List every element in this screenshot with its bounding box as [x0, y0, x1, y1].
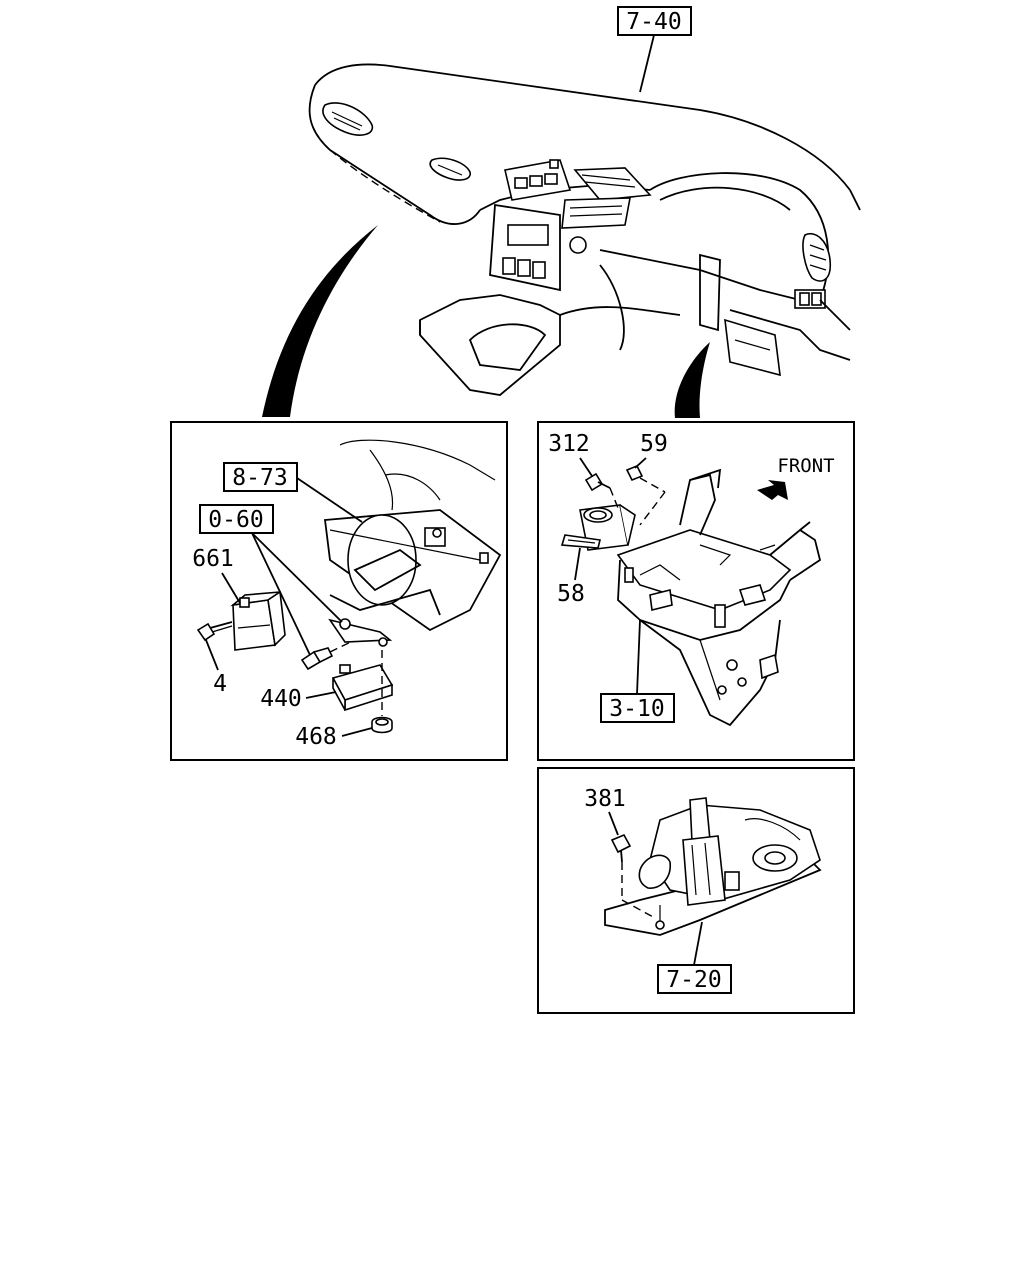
part-label-440: 440 — [260, 686, 302, 712]
callout-7-20: 7-20 — [657, 921, 732, 994]
part-label-381: 381 — [584, 786, 626, 812]
callout-0-60: 0-60 — [199, 504, 343, 656]
callout-7-40: 7-40 — [617, 6, 692, 93]
part-label-661: 661 — [192, 546, 234, 572]
leader-440 — [305, 691, 337, 699]
leader-468 — [341, 727, 373, 737]
callout-text: 3-10 — [609, 696, 664, 722]
dashboard-illustration — [308, 63, 861, 396]
callout-3-10: 3-10 — [600, 619, 675, 723]
leader-4 — [205, 639, 219, 671]
left-pointer-arrow — [262, 225, 378, 417]
callout-text: 7-20 — [666, 967, 721, 993]
right-pointer-arrow — [674, 342, 710, 418]
part-label-4: 4 — [213, 671, 227, 697]
leader-58 — [574, 547, 581, 581]
callout-8-73: 8-73 — [223, 462, 363, 523]
part-label-312: 312 — [548, 431, 590, 457]
callout-text: 8-73 — [232, 465, 287, 491]
leader-312 — [579, 457, 593, 477]
front-label: FRONT — [777, 455, 834, 477]
detail-panel-frame — [537, 421, 855, 761]
part-label-468: 468 — [295, 724, 337, 750]
callout-text: 0-60 — [208, 507, 263, 533]
leader-661 — [221, 572, 241, 604]
part-label-58: 58 — [557, 581, 585, 607]
leader-381 — [608, 811, 619, 836]
part-label-59: 59 — [640, 431, 668, 457]
callout-text: 7-40 — [626, 9, 681, 35]
detail-panel-relay — [170, 421, 508, 761]
front-arrow-icon — [757, 480, 788, 500]
leader-59 — [634, 457, 647, 469]
